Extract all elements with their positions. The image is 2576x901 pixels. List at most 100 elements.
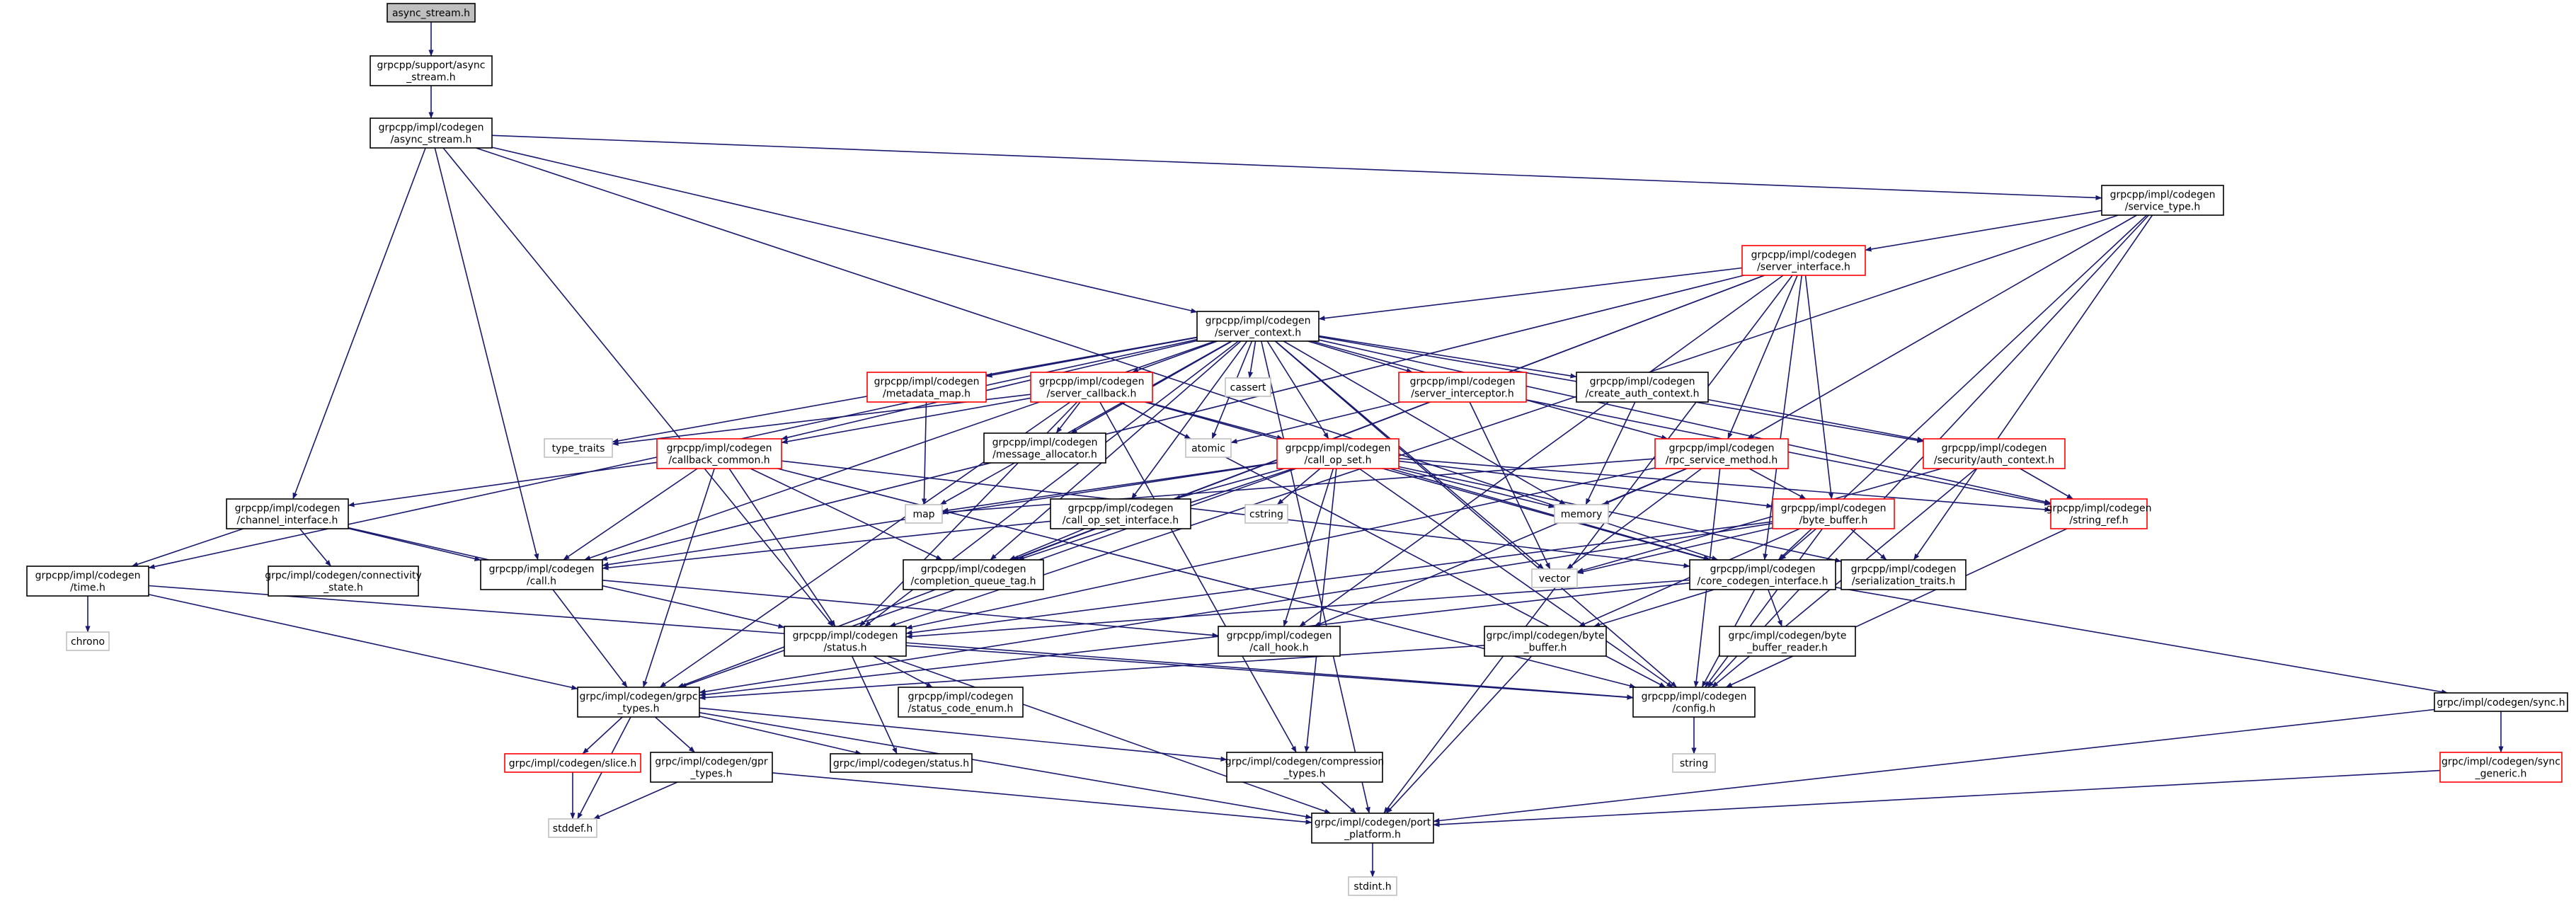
node-grpc-byte-buffer[interactable]: grpc/impl/codegen/byte_buffer.h (1484, 626, 1607, 657)
edge-status-to-config (905, 645, 1634, 700)
edge-call_op_set_interface-to-completion_queue_tag (1009, 528, 1085, 561)
node-slice[interactable]: grpc/impl/codegen/slice.h (504, 753, 641, 773)
node-label-line: /serialization_traits.h (1852, 576, 1955, 587)
node-serialization[interactable]: grpcpp/impl/codegen/serialization_traits… (1841, 559, 1967, 590)
node-box (2101, 185, 2224, 216)
node-support-async[interactable]: grpcpp/support/async_stream.h (370, 55, 493, 86)
node-byte-buffer[interactable]: grpcpp/impl/codegen/byte_buffer.h (1772, 498, 1895, 529)
node-box (548, 818, 597, 838)
node-box (1050, 498, 1191, 529)
node-label-line: grpcpp/impl/codegen (908, 691, 1014, 703)
edge-line (1835, 587, 2449, 695)
node-label-line: _stream.h (406, 72, 455, 84)
node-sync[interactable]: grpc/impl/codegen/sync.h (2434, 692, 2568, 712)
node-connectivity[interactable]: grpc/impl/codegen/connectivity_state.h (265, 566, 422, 597)
node-gpr-types[interactable]: grpc/impl/codegen/gpr_types.h (650, 752, 773, 783)
edge-codegen_async-to-status (442, 147, 834, 627)
edge-line (1469, 401, 1551, 570)
node-channel-interface[interactable]: grpcpp/impl/codegen/channel_interface.h (226, 498, 349, 529)
edge-server_interface-to-server_context (1318, 267, 1743, 321)
edge-channel_interface-to-call (348, 527, 481, 561)
node-server-callback[interactable]: grpcpp/impl/codegen/server_callback.h (1030, 372, 1153, 403)
node-port-platform[interactable]: grpc/impl/codegen/port_platform.h (1311, 813, 1434, 844)
node-box (1185, 438, 1232, 458)
edge-gpr_types-to-port_platform (772, 772, 1312, 825)
node-byte-buffer-reader[interactable]: grpc/impl/codegen/byte_buffer_reader.h (1719, 626, 1856, 657)
edge-line (781, 340, 1198, 440)
node-completion-queue-tag[interactable]: grpcpp/impl/codegen/completion_queue_tag… (903, 559, 1044, 590)
edge-line (2020, 468, 2073, 500)
node-root[interactable]: async_stream.h (387, 3, 476, 23)
edge-line (348, 527, 481, 561)
edge-server_interface-to-port_platform (1383, 275, 1793, 814)
edge-channel_interface-to-time (131, 528, 244, 567)
edge-metadata_map-to-map (921, 401, 927, 505)
edge-time-to-grpc_types (148, 594, 578, 690)
node-box (1672, 753, 1716, 773)
node-call-op-set[interactable]: grpcpp/impl/codegen/call_op_set.h (1276, 438, 1399, 469)
node-metadata-map[interactable]: grpcpp/impl/codegen/metadata_map.h (866, 372, 987, 403)
node-compression-types[interactable]: grpc/impl/codegen/compression_types.h (1225, 752, 1385, 783)
edge-server_context-to-call_op_set (1266, 340, 1329, 440)
node-server-context[interactable]: grpcpp/impl/codegen/server_context.h (1196, 311, 1320, 342)
node-box (226, 498, 349, 529)
edge-line (1055, 401, 1081, 434)
node-label-line: /time.h (70, 583, 105, 594)
node-config[interactable]: grpcpp/impl/codegen/config.h (1632, 687, 1756, 718)
edge-callback_common-to-core_codegen (781, 460, 1690, 568)
node-call[interactable]: grpcpp/impl/codegen/call.h (480, 559, 603, 590)
edge-status-to-grpc_status (851, 655, 898, 754)
node-label-line: atomic (1191, 443, 1225, 454)
edge-line (1174, 468, 1285, 500)
edge-line (1318, 339, 2051, 505)
edge-line (699, 582, 1690, 697)
edge-line (1398, 466, 1842, 563)
edge-line (1398, 460, 1773, 509)
node-label-line: memory (1561, 509, 1603, 520)
edge-server_context-to-cassert (1247, 340, 1256, 379)
edge-core_codegen-to-sync (1835, 587, 2449, 695)
node-string-ref[interactable]: grpcpp/impl/codegen/string_ref.h (2047, 498, 2152, 529)
node-grpc-status[interactable]: grpc/impl/codegen/status.h (830, 753, 973, 773)
edge-security_auth-to-vector (1576, 468, 1942, 573)
node-box (1632, 687, 1756, 718)
edge-line (699, 707, 1227, 762)
node-time[interactable]: grpcpp/impl/codegen/time.h (26, 566, 149, 597)
edge-callback_common-to-completion_queue_tag (750, 468, 943, 561)
node-label-line: _buffer_reader.h (1746, 643, 1828, 654)
node-service-type[interactable]: grpcpp/impl/codegen/service_type.h (2101, 185, 2224, 216)
node-label-line: /async_stream.h (391, 134, 472, 146)
node-grpc-types[interactable]: grpc/impl/codegen/grpc_types.h (577, 687, 700, 718)
node-box (2434, 692, 2568, 712)
node-call-hook[interactable]: grpcpp/impl/codegen/call_hook.h (1218, 626, 1341, 657)
edge-line (1433, 769, 2441, 827)
node-create-auth[interactable]: grpcpp/impl/codegen/create_auth_context.… (1576, 372, 1709, 403)
node-security-auth[interactable]: grpcpp/impl/codegen/security/auth_contex… (1923, 438, 2066, 469)
node-sync-generic[interactable]: grpc/impl/codegen/sync_generic.h (2439, 752, 2563, 783)
node-rpc-service[interactable]: grpcpp/impl/codegen/rpc_service_method.h (1654, 438, 1789, 469)
node-box (1772, 498, 1895, 529)
edge-server_context-to-call_op_set_interface (1130, 340, 1248, 500)
edge-line (1747, 214, 2137, 440)
node-box (1484, 626, 1607, 657)
node-call-op-set-interface[interactable]: grpcpp/impl/codegen/call_op_set_interfac… (1050, 498, 1191, 529)
node-status-code-enum[interactable]: grpcpp/impl/codegen/status_code_enum.h (898, 687, 1024, 718)
node-label-line: /channel_interface.h (237, 515, 338, 527)
node-box (370, 117, 493, 149)
node-message-allocator[interactable]: grpcpp/impl/codegen/message_allocator.h (983, 432, 1106, 464)
edge-line (1804, 275, 1834, 500)
node-label-line: /string_ref.h (2069, 515, 2128, 527)
node-status[interactable]: grpcpp/impl/codegen/status.h (784, 626, 907, 657)
node-core-codegen[interactable]: grpcpp/impl/codegen/core_codegen_interfa… (1689, 559, 1836, 590)
edge-server_callback-to-call_op_set (1146, 401, 1283, 440)
node-callback-common[interactable]: grpcpp/impl/codegen/callback_common.h (656, 438, 782, 469)
edge-call_op_set-to-cstring (1276, 468, 1321, 505)
edge-server_context-to-string_ref (1318, 339, 2051, 505)
node-server-interceptor[interactable]: grpcpp/impl/codegen/server_interceptor.h (1398, 372, 1527, 403)
edge-line (699, 712, 1312, 820)
node-box (1554, 504, 1609, 524)
node-codegen-async[interactable]: grpcpp/impl/codegen/async_stream.h (370, 117, 493, 149)
node-server-interface[interactable]: grpcpp/impl/codegen/server_interface.h (1741, 245, 1866, 276)
edge-server_context-to-server_interceptor (1307, 340, 1413, 374)
